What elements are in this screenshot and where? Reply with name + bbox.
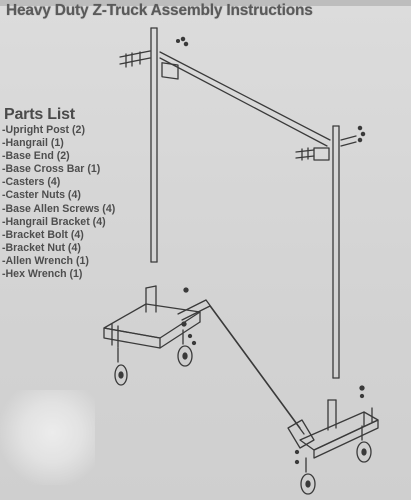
part-item: -Caster Nuts (4) bbox=[2, 189, 81, 202]
right-hangrail-bracket bbox=[295, 125, 366, 161]
parts-list-heading: Parts List bbox=[4, 106, 75, 123]
hangrail bbox=[159, 51, 331, 147]
left-hangrail-bracket bbox=[119, 36, 189, 80]
part-item: -Bracket Nut (4) bbox=[2, 241, 81, 254]
parts-list: -Upright Post (2) -Hangrail (1) -Base En… bbox=[2, 124, 115, 281]
caster-back-right bbox=[356, 385, 372, 463]
part-item: -Allen Wrench (1) bbox=[2, 254, 89, 267]
caster-back-left bbox=[177, 287, 197, 367]
part-item: -Hangrail Bracket (4) bbox=[2, 215, 106, 228]
part-item: -Upright Post (2) bbox=[2, 124, 85, 136]
part-item: -Casters (4) bbox=[2, 176, 61, 189]
paper-smudge bbox=[0, 390, 95, 485]
part-item: -Hangrail (1) bbox=[2, 137, 64, 150]
part-item: -Bracket Bolt (4) bbox=[2, 228, 84, 241]
right-upright-post bbox=[332, 125, 340, 379]
part-item: -Base End (2) bbox=[2, 150, 70, 163]
part-item: -Base Allen Screws (4) bbox=[2, 202, 116, 215]
caster-front-right bbox=[294, 449, 316, 495]
top-edge bbox=[0, 0, 411, 6]
base-cross-bar bbox=[177, 299, 315, 449]
part-item: -Hex Wrench (1) bbox=[2, 268, 83, 281]
caster-front-left bbox=[114, 347, 128, 386]
part-item: -Base Cross Bar (1) bbox=[2, 163, 101, 176]
document-title: Heavy Duty Z-Truck Assembly Instructions bbox=[6, 2, 313, 19]
left-base-end bbox=[103, 285, 201, 349]
right-base-end bbox=[299, 399, 379, 459]
left-upright-post bbox=[150, 27, 158, 263]
